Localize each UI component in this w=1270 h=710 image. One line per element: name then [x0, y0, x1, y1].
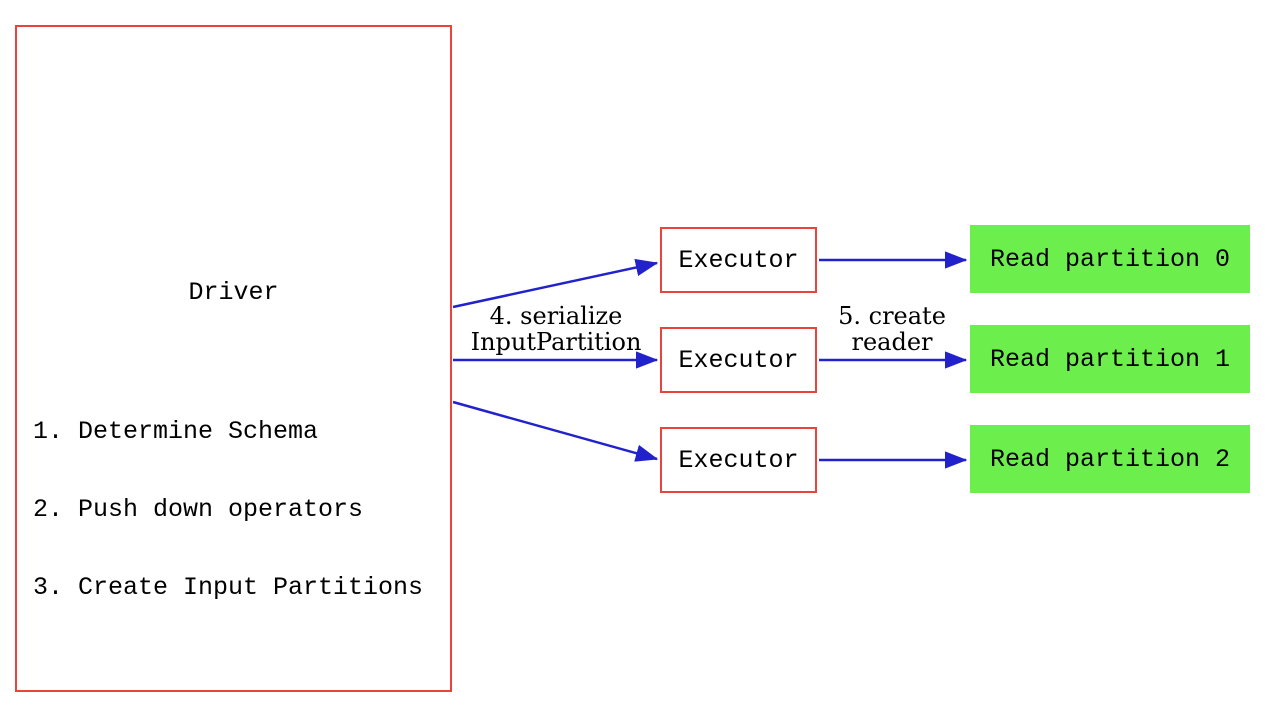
arrow-driver-to-executor-0	[452, 258, 659, 309]
partition-box-1: Read partition 1	[970, 325, 1250, 393]
partition-box-2: Read partition 2	[970, 425, 1250, 493]
edge-label-serialize: 4. serialize InputPartition	[446, 303, 666, 355]
edge-label-create-reader: 5. create reader	[782, 303, 1002, 355]
executor-box-2: Executor	[660, 427, 817, 493]
edge-label-serialize-line1: 4. serialize	[489, 302, 623, 330]
partition-label: Read partition 1	[989, 344, 1231, 374]
driver-step-2: 2. Push down operators	[33, 495, 364, 524]
executor-box-0: Executor	[660, 227, 817, 293]
driver-step-1: 1. Determine Schema	[33, 417, 319, 446]
driver-box: Driver 1. Determine Schema 2. Push down …	[15, 25, 452, 692]
driver-step-3: 3. Create Input Partitions	[33, 573, 424, 602]
edge-label-serialize-line2: InputPartition	[470, 328, 642, 356]
executor-label: Executor	[678, 445, 799, 475]
driver-steps: 1. Determine Schema 2. Push down operato…	[33, 367, 423, 653]
partition-label: Read partition 2	[989, 444, 1231, 474]
executor-label: Executor	[678, 345, 799, 375]
executor-label: Executor	[678, 245, 799, 275]
executor-box-1: Executor	[660, 327, 817, 393]
partition-box-0: Read partition 0	[970, 225, 1250, 293]
edge-label-create-reader-line1: 5. create	[838, 302, 946, 330]
edge-label-create-reader-line2: reader	[851, 328, 933, 356]
partition-label: Read partition 0	[989, 244, 1231, 274]
arrow-driver-to-executor-2	[452, 400, 659, 462]
driver-title: Driver	[188, 278, 279, 307]
